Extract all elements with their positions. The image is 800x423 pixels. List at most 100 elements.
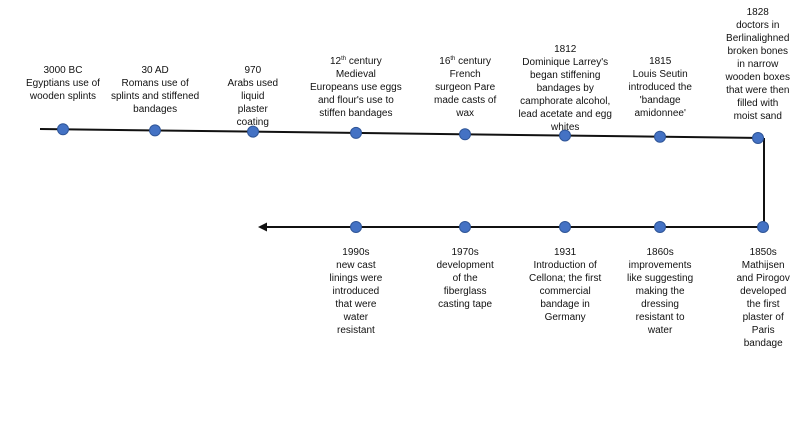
timeline-dot-1815 (654, 130, 666, 143)
event-text-line: filled with (737, 98, 779, 109)
event-text-line: 1860s (646, 247, 674, 258)
event-text-line: 3000 BC (43, 65, 83, 76)
event-text-line: and Pirogov (736, 273, 790, 284)
timeline-dot-1931 (559, 221, 571, 233)
event-text-line: broken bones (727, 46, 789, 57)
timeline-dot-1990s (350, 221, 362, 233)
event-text-line: bandage in (540, 299, 590, 310)
event-text-line: 1828 (746, 7, 769, 18)
event-text-line: wax (456, 108, 475, 119)
event-text-line: stiffen bandages (319, 108, 393, 119)
event-text-line: doctors in (736, 20, 780, 31)
event-text-line: fiberglass (443, 286, 487, 297)
event-text-line: bandage (743, 338, 783, 349)
event-text-line: camphorate alcohol, (520, 96, 611, 107)
timeline-dot-3000bc (57, 123, 69, 136)
ordinal-rest: century (346, 56, 382, 67)
event-text-line: made casts of (434, 95, 497, 106)
event-text-line: French (449, 69, 481, 80)
event-text-line: resistant to (635, 312, 685, 323)
event-text-line: making the (635, 286, 685, 297)
event-text-line: Medieval (335, 69, 376, 80)
event-text-line: 1990s (342, 247, 370, 258)
timeline-dot-970 (247, 125, 259, 138)
event-text-line: Paris (751, 325, 775, 336)
event-text-line: 'bandage (639, 95, 681, 106)
event-text-line: 1850s (749, 247, 777, 258)
event-text-line: Egyptians use of (26, 78, 100, 89)
event-text-line: 1812 (554, 44, 577, 55)
event-text-line: dressing (641, 299, 679, 310)
event-text-line: water (647, 325, 673, 336)
event-text-line: in narrow (737, 59, 779, 70)
ordinal-suffix: th (450, 56, 456, 62)
timeline-dot-1812 (559, 129, 571, 142)
event-text-line: splints and stiffened (111, 91, 200, 102)
event-text-line: wooden splints (29, 91, 97, 102)
event-text-line: plaster of (742, 312, 784, 323)
ordinal-number: 12 (330, 56, 342, 67)
timeline-dot-30ad (149, 124, 161, 137)
event-text-line: Mathijsen (741, 260, 785, 271)
event-text-line: development (436, 260, 494, 271)
event-text-line: Germany (544, 312, 586, 323)
event-text-line: Arabs used (227, 78, 279, 89)
event-text-line: 1970s (451, 247, 479, 258)
event-text-line: 30 AD (141, 65, 169, 76)
event-ordinal-heading: 16th century (434, 55, 496, 68)
event-text-line: casting tape (438, 299, 493, 310)
event-text-line: amidonnee' (634, 108, 686, 119)
event-text-line: Europeans use eggs (310, 82, 402, 93)
event-text-line: 1931 (554, 247, 577, 258)
event-text-line: improvements (628, 260, 692, 271)
event-text-line: water (343, 312, 369, 323)
event-text-line: introduced the (628, 82, 692, 93)
event-text-line: resistant (337, 325, 375, 336)
event-text-line: that were then (726, 85, 790, 96)
event-text-line: developed (740, 286, 787, 297)
timeline-dot-16c (459, 128, 471, 141)
event-text-line: and flour's use to (317, 95, 394, 106)
event-text-line: liquid (241, 91, 265, 102)
event-label-3000bc: 3000 BC Egyptians use of wooden splints (26, 64, 100, 103)
timeline-dot-1850s (757, 221, 769, 233)
timeline-dot-1860s (654, 221, 666, 233)
event-text-line: that were (335, 299, 377, 310)
event-text-line: bandages (133, 104, 178, 115)
event-text-line: wooden boxes (725, 72, 791, 83)
event-text-line: plaster (237, 104, 268, 115)
timeline-dot-1828 (752, 132, 764, 144)
event-text-line: bandages by (536, 83, 594, 94)
ordinal-suffix: th (341, 56, 347, 62)
event-text-line: Introduction of (533, 260, 597, 271)
event-text-line: 970 (244, 65, 262, 76)
event-text-line: began stiffening (529, 70, 601, 81)
event-ordinal-heading: 12th century (310, 55, 402, 68)
ordinal-rest: century (455, 56, 491, 67)
event-text-line: 1815 (649, 56, 672, 67)
event-label-30ad: 30 AD Romans use of splints and stiffened b… (111, 64, 199, 116)
event-text-line: Cellona; the first (529, 273, 602, 284)
event-text-line: introduced (332, 286, 380, 297)
event-text-line: Dominique Larrey's (522, 57, 609, 68)
ordinal-number: 16 (439, 56, 451, 67)
event-label-1860s: 1860s improvements like suggesting making t… (627, 246, 693, 337)
event-text-line: surgeon Pare (435, 82, 496, 93)
event-text-line: commercial (539, 286, 591, 297)
arrow-head-icon (258, 222, 267, 232)
event-text-line: the first (746, 299, 780, 310)
event-text-line: Romans use of (121, 78, 189, 89)
event-text-line: like suggesting (627, 273, 694, 284)
